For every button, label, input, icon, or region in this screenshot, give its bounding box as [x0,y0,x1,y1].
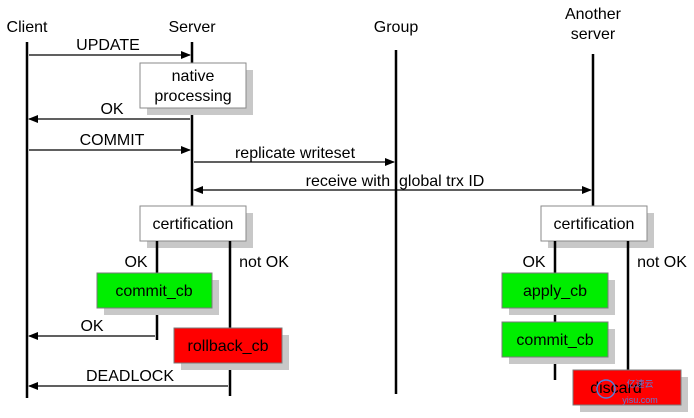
discard-box [572,369,682,406]
server-not-ok-branch-label: not OK [239,254,289,271]
watermark-line1: 亿速云 [626,378,653,389]
rollback-cb-label: rollback_cb [188,338,269,355]
message-replicate-label: replicate writeset [235,145,356,162]
participant-client: Client [7,19,48,36]
certification-another-label: certification [554,216,635,233]
participant-group: Group [374,19,419,36]
participant-another-line2: server [571,26,616,43]
certification-server-label: certification [153,216,234,233]
native-processing-line1: native [172,68,215,85]
commit-cb-server-box [96,272,213,309]
message-deadlock-label: DEADLOCK [86,368,174,385]
native-processing-box [139,62,247,109]
rollback-cb-box [173,327,283,364]
certification-another-box [540,205,648,242]
participant-another-line1: Another [565,6,622,23]
apply-cb-box [501,272,609,309]
apply-cb-label: apply_cb [523,283,587,300]
participant-server: Server [168,19,216,36]
server-ok-branch-label: OK [124,254,147,271]
watermark-logo-icon [596,379,616,399]
certification-server-box [139,205,247,242]
message-update-label: UPDATE [76,37,140,54]
commit-cb-server-label: commit_cb [115,283,192,300]
watermark-line2: yisu.com [622,395,658,405]
discard-label: discard [590,380,642,397]
commit-cb-another-box [501,321,609,358]
commit-cb-another-label: commit_cb [516,332,593,349]
message-receive-label: receive with global trx ID [306,173,485,190]
message-ok-native-label: OK [100,101,123,118]
another-not-ok-branch-label: not OK [637,254,687,271]
message-ok-commit-label: OK [80,318,103,335]
message-commit-label: COMMIT [80,132,145,149]
another-ok-branch-label: OK [522,254,545,271]
native-processing-line2: processing [154,88,231,105]
